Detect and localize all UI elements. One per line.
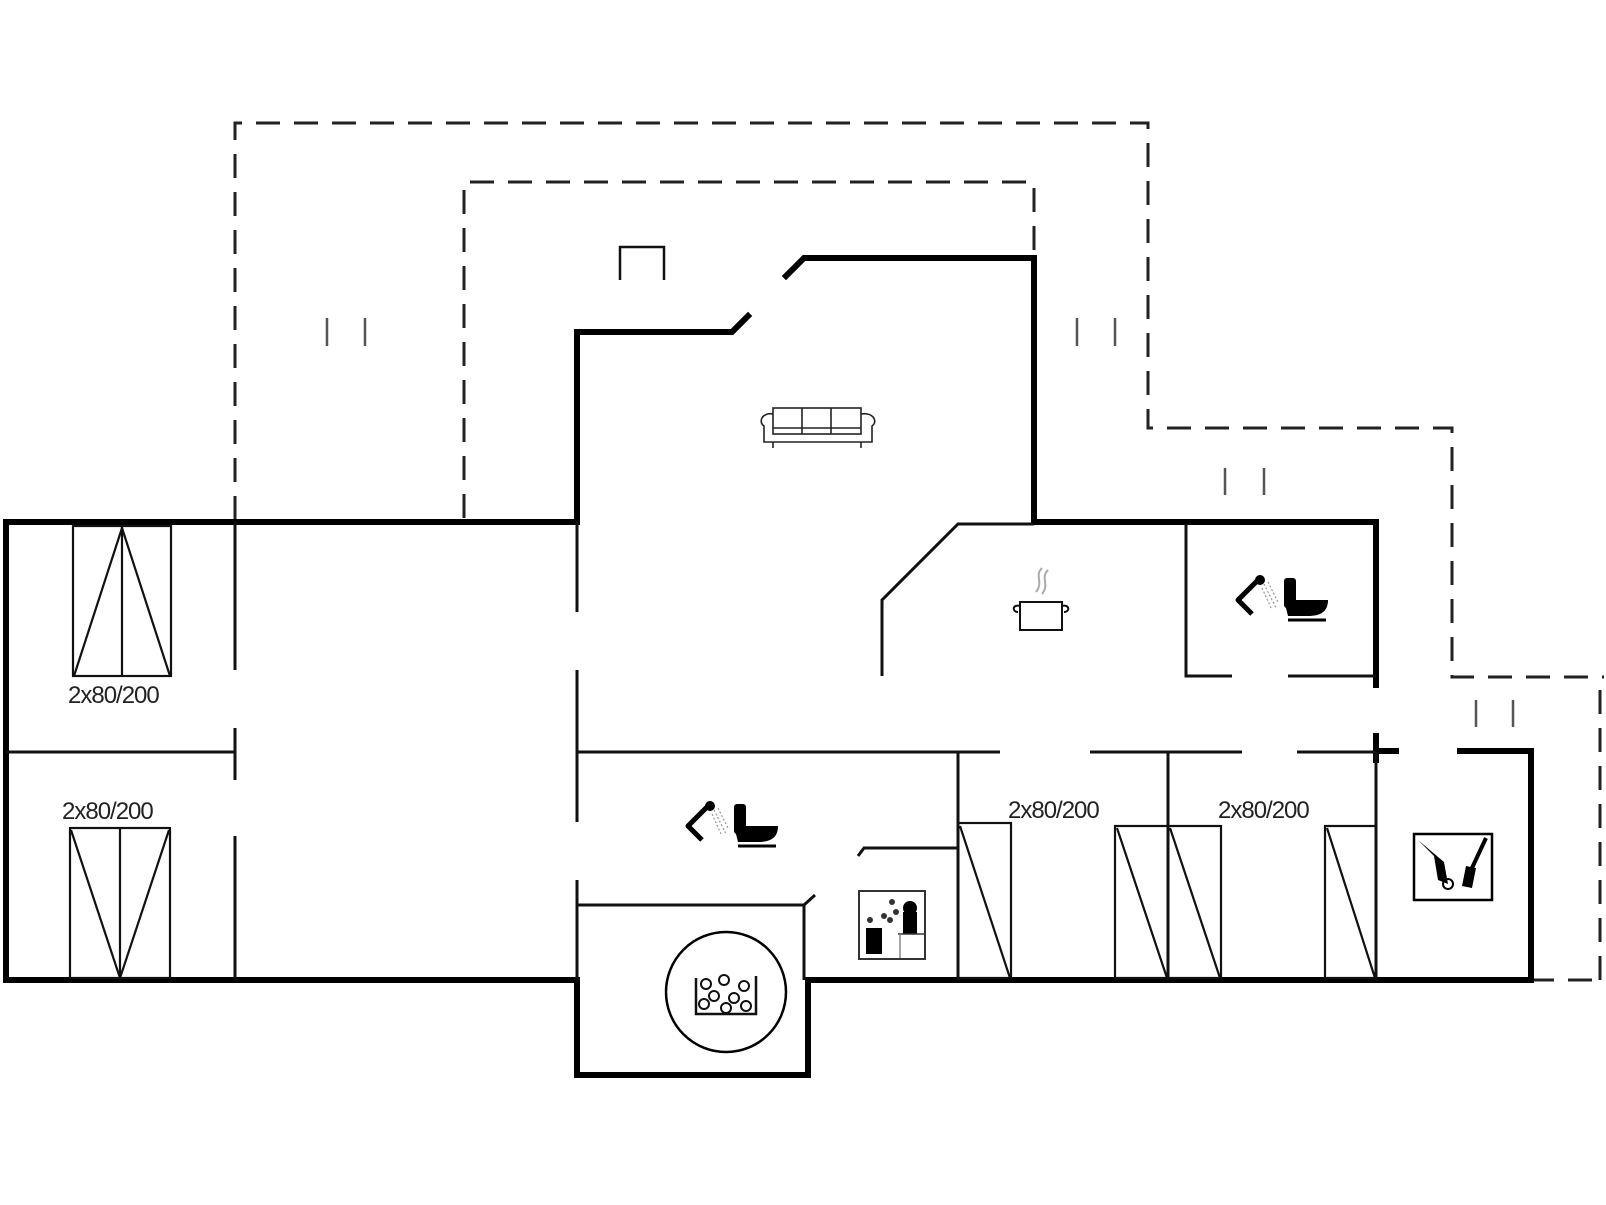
washing-utility-icon xyxy=(1412,832,1494,902)
bed-label-bedroom-1: 2x80/200 xyxy=(68,682,160,709)
bed-label-bedroom-2: 2x80/200 xyxy=(62,798,154,825)
terrace-outlines xyxy=(233,121,1604,982)
bed-label-bedroom-3: 2x80/200 xyxy=(1008,797,1100,824)
beds xyxy=(68,524,1378,982)
sofa-icon xyxy=(760,407,876,448)
shower-toilet-icon xyxy=(685,801,778,848)
whirlpool-icon xyxy=(664,930,788,1054)
sauna-icon xyxy=(858,890,926,960)
interior-walls xyxy=(6,522,1378,980)
cooking-pot-icon xyxy=(1012,567,1070,631)
terrace-markers xyxy=(325,245,1515,727)
shower-toilet-icon xyxy=(1235,575,1328,622)
bed-label-bedroom-4: 2x80/200 xyxy=(1218,797,1310,824)
